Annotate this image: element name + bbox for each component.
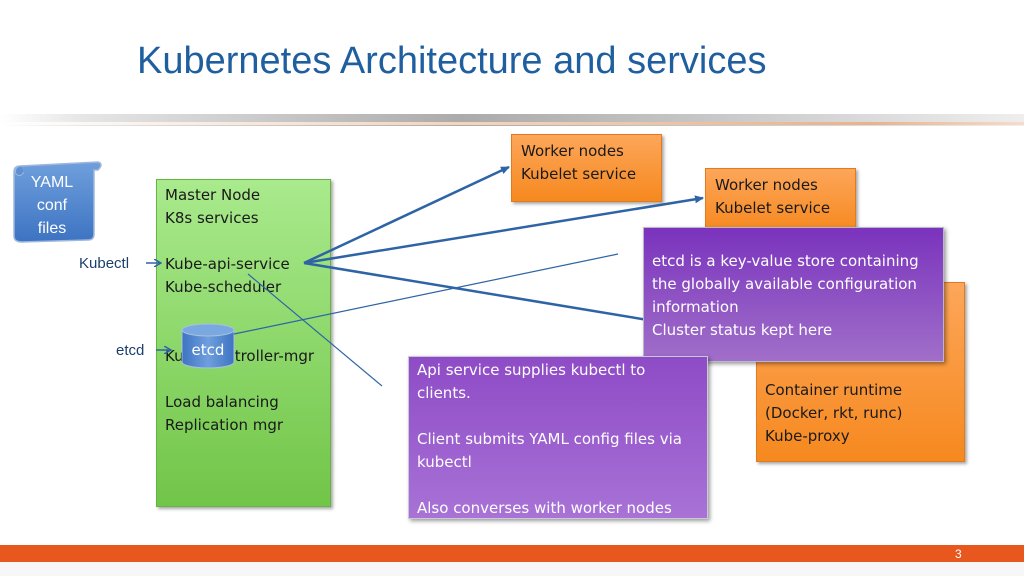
worker-node-line: Worker nodes <box>521 142 624 160</box>
api-note-box: Api service supplies kubectl to clients.… <box>408 356 708 519</box>
etcd-cylinder-label: etcd <box>191 341 225 359</box>
yaml-scroll-shape <box>13 161 102 243</box>
etcd-note-line: information <box>652 298 739 316</box>
etcd-note-line: Cluster status kept here <box>652 321 833 339</box>
footer-strip <box>0 562 1024 576</box>
worker-node-line: Kube-proxy <box>765 427 850 445</box>
etcd-callout-line <box>233 253 619 335</box>
worker-node-line: Kubelet service <box>715 199 831 217</box>
master-line: Replication mgr <box>165 416 284 434</box>
api-note-line: clients. <box>417 384 471 402</box>
footer-bar <box>0 545 1024 562</box>
api-note-line <box>417 405 699 428</box>
worker-node-line: Worker nodes <box>715 176 818 194</box>
api-callout-line <box>247 273 383 387</box>
title-divider-accent <box>0 122 1024 125</box>
etcd-label: etcd <box>116 342 145 359</box>
etcd-note-line: etcd is a key-value store containing <box>652 252 919 270</box>
slide-title: Kubernetes Architecture and services <box>137 40 767 82</box>
yaml-line: conf <box>36 197 68 214</box>
api-note-line: Also converses with worker nodes <box>417 499 672 517</box>
kubectl-label: Kubectl <box>79 255 130 272</box>
master-line: Kube-scheduler <box>165 278 282 296</box>
worker-node-line: (Docker, rkt, runc) <box>765 404 903 422</box>
api-to-worker3-line <box>303 261 661 324</box>
api-note-line: Client submits YAML config files via <box>417 430 682 448</box>
etcd-note-line: the globally available configuration <box>652 275 917 293</box>
yaml-scroll-text: YAML conf files <box>14 171 90 240</box>
master-line: K8s services <box>165 209 259 227</box>
worker-node-box-1: Worker nodes Kubelet service <box>511 134 662 202</box>
api-to-worker2-arrow <box>303 195 704 265</box>
api-note-line: Api service supplies kubectl to <box>417 361 646 379</box>
yaml-line: YAML <box>30 174 74 191</box>
master-line: Master Node <box>165 186 261 204</box>
worker-node-box-2: Worker nodes Kubelet service <box>705 168 856 232</box>
api-to-worker1-arrow <box>303 165 510 265</box>
etcd-note-box: etcd is a key-value store containing the… <box>643 227 944 362</box>
etcd-cylinder-icon <box>181 323 235 369</box>
api-note-line: kubectl <box>417 453 472 471</box>
worker-node-line: Container runtime <box>765 381 903 399</box>
worker-node-line: Kubelet service <box>521 165 637 183</box>
yaml-line: files <box>37 220 67 237</box>
master-line: Load balancing <box>165 393 279 411</box>
api-note-line <box>417 474 699 497</box>
page-number: 3 <box>955 547 962 561</box>
master-line: Kube-api-service <box>165 255 290 273</box>
